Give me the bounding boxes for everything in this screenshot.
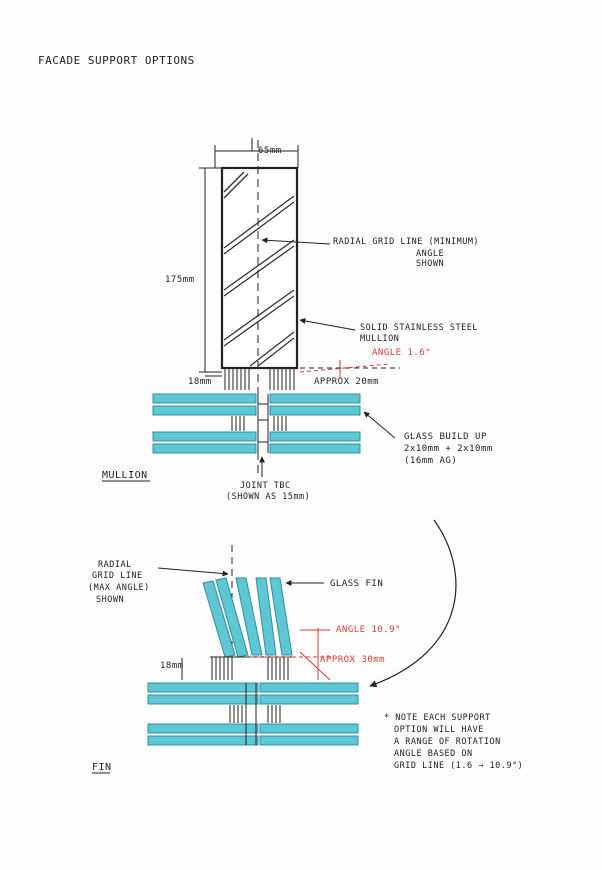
fin-grid-note-2: GRID LINE — [92, 571, 143, 581]
fin-grid-note-4: SHOWN — [96, 595, 124, 605]
fin-note-1: * NOTE EACH SUPPORT — [384, 713, 491, 723]
mullion-hatch — [223, 171, 295, 367]
glass-fins — [202, 577, 293, 658]
mullion-material-note-2: MULLION — [360, 334, 399, 344]
fin-note-3: A RANGE OF ROTATION — [394, 737, 501, 747]
fin-angle-label: ANGLE 10.9° — [336, 625, 401, 635]
mullion-grid-note-3: SHOWN — [416, 259, 444, 269]
mullion-base — [224, 368, 295, 390]
page-title: FACADE SUPPORT OPTIONS — [38, 54, 195, 67]
mullion-glass-note-3: (16mm AG) — [404, 456, 457, 466]
glass-fin-label: GLASS FIN — [330, 579, 383, 589]
mullion-material-note-1: SOLID STAINLESS STEEL — [360, 323, 478, 333]
mullion-glass-note-2: 2x10mm + 2x10mm — [404, 444, 493, 454]
mullion-glass-panes — [152, 393, 361, 454]
mullion-height-label: 175mm — [165, 275, 195, 285]
fin-offset-label: APPROX 30mm — [320, 655, 385, 665]
mullion-label: MULLION — [102, 470, 148, 481]
mullion-width-label: 65mm — [258, 146, 282, 156]
fin-grid-note-1: RADIAL — [98, 560, 132, 570]
steel-mullion — [220, 166, 299, 370]
fin-glass-panes — [147, 682, 359, 746]
mullion-grid-note-1: RADIAL GRID LINE (MINIMUM) — [333, 237, 479, 247]
mullion-joint-note-1: JOINT TBC — [240, 481, 291, 491]
mullion-base-dim: 18mm — [188, 377, 212, 387]
mullion-diagram: 65mm 175mm 18mm — [102, 138, 493, 502]
fin-diagram: 18mm ANGLE 10.9° APPROX 30mm — [88, 545, 523, 774]
mullion-offset-label: APPROX 20mm — [314, 377, 379, 387]
mullion-angle-label: ANGLE 1.6° — [372, 348, 431, 358]
fin-base-dim: 18mm — [160, 661, 184, 671]
fin-note-5: GRID LINE (1.6 → 10.9°) — [394, 761, 523, 771]
fin-note-2: OPTION WILL HAVE — [394, 725, 484, 735]
fin-note-4: ANGLE BASED ON — [394, 749, 473, 759]
fin-label: FIN — [92, 762, 112, 773]
fin-grid-note-3: (MAX ANGLE) — [88, 583, 150, 593]
mullion-joint-note-2: (SHOWN AS 15mm) — [226, 492, 310, 502]
mullion-glass-note-1: GLASS BUILD UP — [404, 432, 487, 442]
connector-arrow — [369, 519, 457, 688]
mullion-grid-note-2: ANGLE — [416, 249, 444, 259]
